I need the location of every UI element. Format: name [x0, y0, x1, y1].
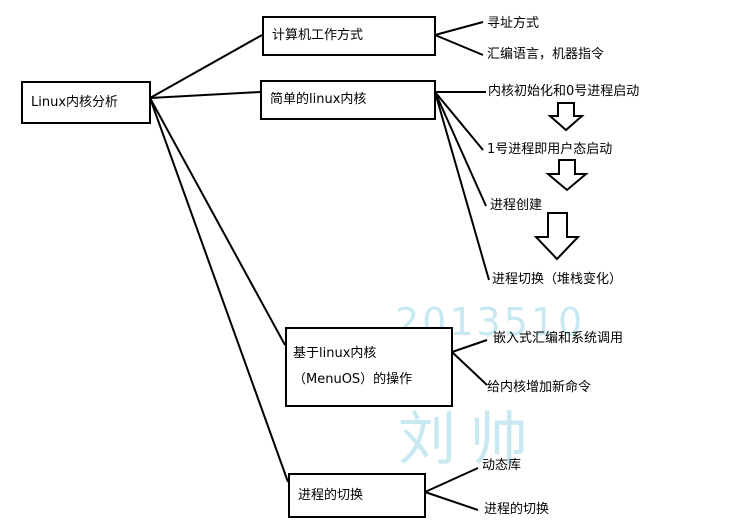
- branch-node-simple-kernel: 简单的linux内核: [260, 80, 436, 120]
- branch-label: 计算机工作方式: [272, 28, 364, 43]
- down-arrow-icon: [545, 159, 589, 192]
- connector-b4-leaf2: [424, 491, 479, 511]
- connector-root-b1: [149, 34, 263, 99]
- connector-root-b3: [149, 97, 286, 346]
- connector-b1-leaf2: [434, 34, 484, 56]
- leaf-addressing: 寻址方式: [487, 16, 540, 31]
- branch-label: 进程的切换: [298, 487, 364, 503]
- connector-b2-leaf4: [434, 91, 490, 281]
- root-label: Linux内核分析: [31, 94, 119, 110]
- connector-b3-leaf2: [451, 351, 488, 386]
- connector-root-b4: [149, 97, 289, 483]
- watermark-name: 刘帅: [398, 405, 543, 473]
- leaf-dynamic-lib: 动态库: [482, 458, 522, 473]
- leaf-add-command: 给内核增加新命令: [487, 380, 592, 395]
- connector-b3-leaf1: [451, 339, 488, 353]
- connector-b2-leaf2: [434, 91, 484, 151]
- branch-label-line1: 基于linux内核: [293, 346, 377, 361]
- branch-node-menuos: 基于linux内核 （MenuOS）的操作: [285, 327, 453, 407]
- leaf-assembly: 汇编语言，机器指令: [487, 47, 605, 62]
- down-arrow-icon: [547, 102, 585, 132]
- connector-b2-leaf3: [434, 91, 487, 207]
- branch-node-process-switch: 进程的切换: [288, 473, 426, 518]
- connector-b1-leaf1: [434, 21, 484, 36]
- connector-root-b2: [149, 91, 261, 99]
- leaf-inline-asm-syscall: 嵌入式汇编和系统调用: [493, 331, 624, 346]
- root-node: Linux内核分析: [21, 81, 151, 124]
- leaf-process-switch-stack: 进程切换（堆栈变化）: [492, 272, 623, 287]
- connector-b4-leaf1: [424, 467, 479, 493]
- leaf-process-create: 进程创建: [490, 198, 543, 213]
- branch-label-line2: （MenuOS）的操作: [293, 372, 413, 387]
- leaf-process1-start: 1号进程即用户态启动: [487, 142, 613, 157]
- branch-label: 简单的linux内核: [270, 92, 367, 107]
- leaf-process-switch: 进程的切换: [484, 502, 550, 517]
- leaf-kernel-init: 内核初始化和0号进程启动: [488, 84, 640, 99]
- down-arrow-icon: [533, 212, 581, 261]
- branch-node-computer-working: 计算机工作方式: [262, 16, 436, 56]
